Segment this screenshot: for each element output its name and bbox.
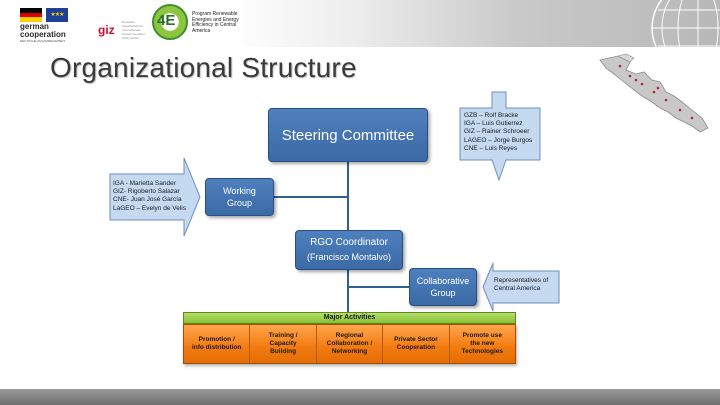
activity-line: Networking xyxy=(331,348,368,355)
program-caption: Program Renewable Energies and Energy Ef… xyxy=(192,11,239,34)
working-member: IGA - Marietta Sander xyxy=(113,180,176,187)
working-group-label-line1: Working xyxy=(223,186,256,196)
working-group-box: Working Group xyxy=(205,178,274,216)
activity-promote-technologies: Promote use the new Technologies xyxy=(449,325,516,363)
working-member: GIZ- Rigoberto Salazar xyxy=(113,188,180,196)
german-flag-icon xyxy=(20,8,42,22)
header-band xyxy=(0,0,720,47)
major-activities-header: Major Activities xyxy=(183,312,516,324)
steering-members-callout: GZB – Rolf Bracke IGA – Luis Gutierrez G… xyxy=(446,90,544,182)
working-member: CNE- Juan José García xyxy=(113,196,182,204)
working-members-callout: IGA - Marietta Sander GIZ- Rigoberto Sal… xyxy=(108,156,201,238)
program-4e-logo: 4E Program Renewable Energies and Energy… xyxy=(152,4,252,42)
working-member: LaGEO – Evelyn de Velis xyxy=(113,204,186,212)
program-ring-icon xyxy=(152,4,188,40)
rgo-coordinator-label: RGO Coordinator xyxy=(310,237,388,248)
activity-line: Cooperation xyxy=(396,344,436,351)
steering-committee-label: Steering Committee xyxy=(281,126,415,144)
collaborative-group-label-line2: Group xyxy=(430,288,456,298)
footer-band xyxy=(0,389,720,405)
activity-line: Promotion / xyxy=(198,336,235,343)
slide-title: Organizational Structure xyxy=(50,52,357,83)
activity-line: Regional xyxy=(335,332,364,339)
activity-line: Technologies xyxy=(461,348,504,355)
collaborative-member: Central America xyxy=(494,285,541,293)
steering-members-list: GZB – Rolf Bracke IGA – Luis Gutierrez G… xyxy=(464,112,532,153)
german-cooperation-wordmark: german cooperation xyxy=(20,23,66,39)
steering-committee-box: Steering Committee xyxy=(268,108,428,162)
activity-line: Building xyxy=(270,348,297,355)
steering-member: GIZ – Rainer Schroeer xyxy=(464,128,530,136)
activity-line: the new xyxy=(470,340,495,347)
german-word: german xyxy=(20,22,49,31)
steering-member: LAGEO – Jorge Burgos xyxy=(464,136,533,144)
program-mark: 4E xyxy=(157,12,176,29)
activity-line: Private Sector xyxy=(394,336,438,343)
activity-line: Collaboration / xyxy=(326,340,373,347)
activity-line: Capacity xyxy=(269,340,297,347)
giz-logo: giz Deutsche Gesellschaft für Internatio… xyxy=(98,20,148,40)
left-arrow-icon xyxy=(482,262,560,312)
steering-member: GZB – Rolf Bracke xyxy=(464,112,519,119)
steering-member: CNE – Luis Reyes xyxy=(464,144,518,152)
collaborative-members-callout: Representatives of Central America xyxy=(482,262,560,312)
activity-line: info distribution xyxy=(191,344,242,351)
right-arrow-icon xyxy=(109,157,201,237)
german-cooperation-logo: ★★★ german cooperation DEUTSCHE ZUSAMMEN… xyxy=(20,6,90,43)
activity-training: Training / Capacity Building xyxy=(250,325,317,363)
activity-regional-collaboration: Regional Collaboration / Networking xyxy=(316,325,384,363)
collaborative-member: Representatives of xyxy=(494,277,549,284)
collaborative-group-label-line1: Collaborative xyxy=(416,276,470,286)
globe-icon xyxy=(651,0,720,70)
central-america-map-icon xyxy=(599,53,709,133)
collaborative-group-box: Collaborative Group xyxy=(409,268,477,306)
activity-private-sector: Private Sector Cooperation xyxy=(383,325,450,363)
down-arrow-icon xyxy=(459,91,541,182)
german-cooperation-subtitle: DEUTSCHE ZUSAMMENARBEIT xyxy=(20,39,66,43)
giz-fineprint: Deutsche Gesellschaft für Internationale… xyxy=(122,20,145,40)
rgo-coordinator-box: RGO Coordinator (Francisco Montalvo) xyxy=(295,230,403,270)
collaborative-members-list: Representatives of Central America xyxy=(494,277,548,293)
steering-member: IGA – Luis Gutierrez xyxy=(464,120,523,128)
eu-flag-icon: ★★★ xyxy=(46,8,68,22)
rgo-coordinator-name: (Francisco Montalvo) xyxy=(306,252,392,262)
giz-wordmark: giz xyxy=(98,23,115,38)
cooperation-word: cooperation xyxy=(20,30,66,39)
activity-line: Promote use xyxy=(462,332,502,339)
activity-promotion: Promotion / info distribution xyxy=(184,325,251,363)
activity-line: Training / xyxy=(268,332,298,339)
working-group-label-line2: Group xyxy=(226,198,252,208)
working-members-list: IGA - Marietta Sander GIZ- Rigoberto Sal… xyxy=(113,180,186,213)
major-activities-row: Promotion / info distribution Training /… xyxy=(183,324,516,364)
